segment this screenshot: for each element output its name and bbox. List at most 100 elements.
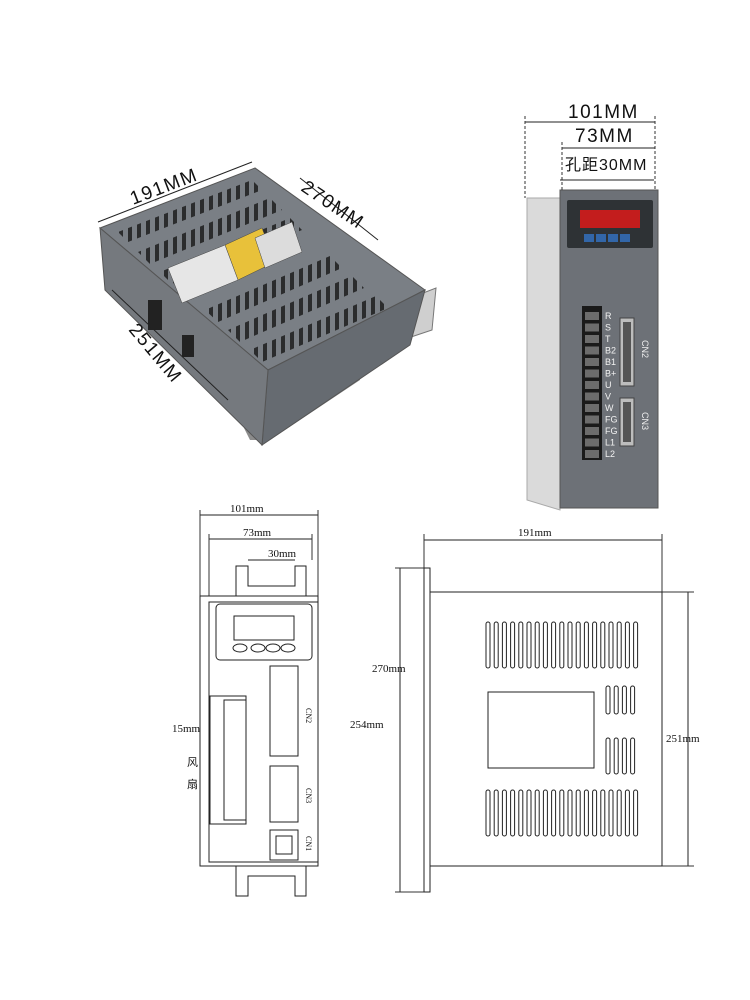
front-cn2-label: CN2 [304,708,313,723]
front-cn2-outline [269,665,299,757]
front-outer-dimension: 101mm [230,503,264,515]
terminal-screw [585,358,599,366]
fan-dimension: 15mm [172,723,201,735]
front-height-dimension: 254mm [350,719,384,731]
product-label [167,244,239,304]
vent-slot [493,789,499,837]
vent-slot [518,621,524,669]
front-display-window [233,615,295,641]
vent-slot [583,789,589,837]
terminal-screw [585,312,599,320]
terminal-label: T [605,334,611,344]
side-view-drawing: 191mm 270mm 251mm [372,527,700,893]
vent-slot [551,621,557,669]
vent-slot [542,789,548,837]
vent-slot [608,789,614,837]
terminal-screw [585,392,599,401]
side-connector [148,300,162,330]
side-body [429,591,663,867]
vent-slot [583,621,589,669]
vent-slot [616,621,622,669]
info-label [254,221,303,269]
cn2-label: CN2 [640,340,650,358]
side-plate [423,567,431,893]
terminal-screw [585,404,599,412]
vent-slot [567,789,573,837]
vent-slot [575,621,581,669]
vent-slot [567,621,573,669]
front-display-frame [215,603,313,661]
vent-slot [501,789,507,837]
right-mid-dimension: 73MM [575,126,634,147]
terminal-screw [585,450,599,458]
terminal-label: S [605,323,611,333]
vent-slot [633,621,639,669]
right-outer-dimension: 101MM [568,102,639,123]
vent-slot [559,789,565,837]
terminal-screw [585,415,599,424]
vent-slot [600,789,606,837]
terminal-label: B+ [605,369,616,379]
vent-slot [621,737,627,775]
vent-slot [485,621,491,669]
vent-slot [534,621,540,669]
side-depth-dimension: 270mm [372,663,406,675]
terminal-label: FG [605,415,618,425]
right-vent-slots [605,685,636,775]
front-cn3-label: CN3 [304,788,313,803]
terminal-screws [585,312,599,458]
down-button[interactable] [608,234,618,242]
vent-slot [542,621,548,669]
vent-slot [592,621,598,669]
fan-label-bottom: 扇 [187,777,198,791]
terminal-label: R [605,311,612,321]
lower-vent-slots [485,789,639,837]
set-button[interactable] [620,234,630,242]
front-body [199,595,319,867]
vent-slot [608,621,614,669]
vent-slot [605,685,611,715]
terminal-screw [585,335,599,343]
terminal-label: V [605,392,611,402]
terminal-label: L1 [605,438,615,448]
fan-label-top: 风 [187,756,198,769]
terminal-label: B1 [605,357,616,367]
side-label-window [487,691,595,769]
terminal-screw [585,438,599,447]
front-cn1-outline [269,829,299,861]
terminal-label: FG [605,426,618,436]
vent-slot [559,621,565,669]
front-cn1-label: CN1 [304,836,313,851]
vent-slot [624,789,630,837]
terminal-label: B2 [605,346,616,356]
up-button[interactable] [596,234,606,242]
vent-slot [624,621,630,669]
front-hole-dimension: 30mm [268,548,297,560]
terminal-label: U [605,380,612,390]
side-heatsink [526,197,561,511]
front-cn3-outline [269,765,299,823]
terminal-screw [585,381,599,389]
vent-slot [510,789,516,837]
terminal-label: W [605,403,614,413]
right-hole-dimension: 孔距30MM [565,156,647,174]
vent-slot [630,737,636,775]
vent-slot [605,737,611,775]
vent-slot [630,685,636,715]
vent-slot [613,737,619,775]
led-display [580,210,640,228]
mode-button[interactable] [584,234,594,242]
vent-slot [526,621,532,669]
vent-slot [600,621,606,669]
terminal-screw [585,369,599,378]
vent-slot [510,621,516,669]
vent-slot [493,621,499,669]
vent-slot [534,789,540,837]
vent-slot [518,789,524,837]
terminal-screw [585,427,599,435]
left-product-photo: 191MM 270MM 251MM [97,161,437,447]
vent-slot [485,789,491,837]
vent-slot [613,685,619,715]
